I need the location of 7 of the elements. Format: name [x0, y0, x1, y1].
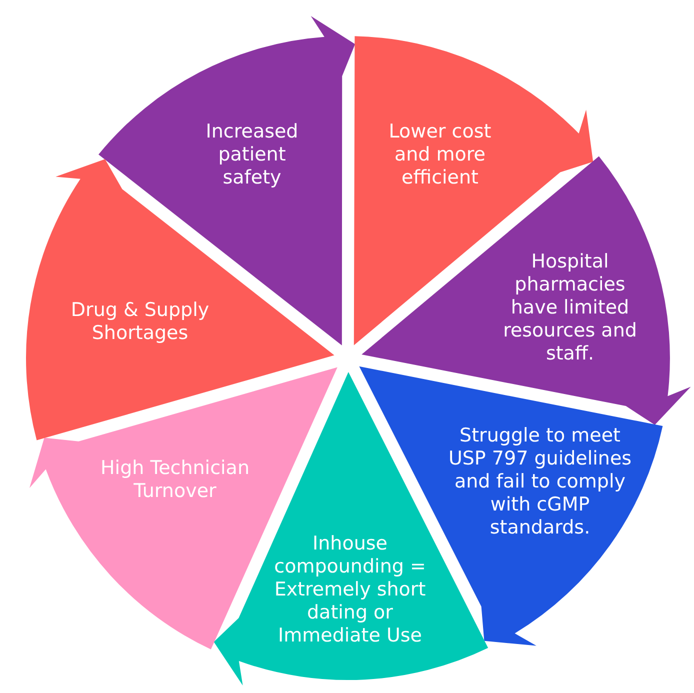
- segment-label: Increased patient safety: [204, 120, 300, 190]
- segment-label: Drug & Supply Shortages: [70, 299, 210, 345]
- segment-label: Struggle to meet USP 797 guidelines and fail to comply with cGMP standards.: [447, 424, 633, 540]
- segment-label: Hospital pharmacies have limited resources and staff.: [502, 250, 638, 366]
- segment-label: Lower cost and more efficient: [388, 120, 492, 190]
- segment-label: High Technician Turnover: [100, 457, 250, 503]
- segment-label: Inhouse compounding = Extremely short dating or Immediate Use: [273, 532, 427, 648]
